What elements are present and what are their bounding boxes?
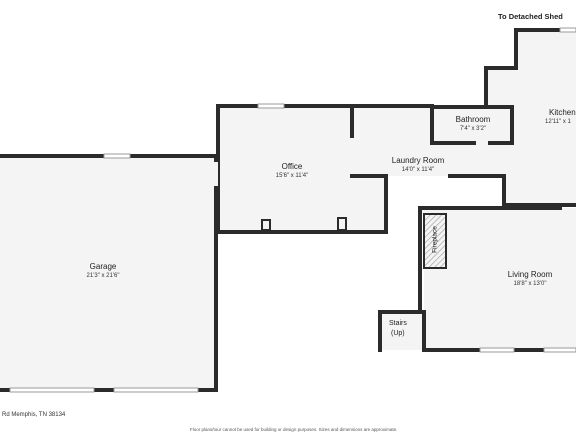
garage-window — [103, 153, 131, 159]
fireplace-label: Fireplace — [431, 226, 439, 253]
stairs-label-line1: Stairs — [389, 320, 407, 327]
fireplace — [423, 213, 447, 269]
fireplace-box — [423, 213, 447, 269]
office-post-1 — [261, 219, 271, 231]
living-floor — [424, 208, 576, 350]
kitchen-bottom-wall — [502, 174, 576, 207]
garage-door-2 — [113, 387, 199, 393]
bath-door — [476, 141, 488, 145]
stairs-label-line2: (Up) — [391, 330, 405, 337]
office-post-2 — [337, 217, 347, 231]
laundry-inner-wall — [350, 174, 388, 234]
office-floor — [218, 106, 352, 232]
address-text: Rd Memphis, TN 38134 — [2, 412, 66, 418]
room-living-dims: 18'8" x 13'0" — [513, 281, 547, 287]
office-top-wall — [216, 104, 434, 234]
bathroom-walls — [430, 105, 514, 145]
room-garage-dims: 21'3" x 21'6" — [86, 273, 120, 279]
garage-door-1 — [9, 387, 95, 393]
room-laundry-name: Laundry Room — [391, 156, 445, 165]
room-bathroom-dims: 7'4" x 3'2" — [459, 126, 487, 132]
disclaimer-text: Floor plans/tour cannot be used for buil… — [190, 427, 398, 432]
columns — [261, 217, 347, 231]
stairs-walls — [378, 310, 426, 352]
living-window-2 — [543, 347, 576, 353]
kitchen-window — [559, 27, 576, 33]
living-window-1 — [479, 347, 515, 353]
room-kitchen-dims: 12'11" x 1 — [545, 119, 571, 125]
office-laundry-door — [350, 138, 354, 174]
room-garage-name: Garage — [89, 262, 117, 271]
room-office-dims: 15'6" x 11'4" — [275, 173, 309, 179]
kitchen-floor — [486, 30, 576, 205]
room-laundry-dims: 14'0" x 11'4" — [401, 167, 435, 173]
garage-floor — [0, 156, 216, 390]
floor-fills — [0, 30, 576, 390]
windows — [9, 27, 576, 393]
room-kitchen-name: Kitchen — [549, 108, 576, 117]
room-living-name: Living Room — [507, 270, 553, 279]
office-window — [257, 103, 285, 109]
doors — [214, 138, 488, 186]
room-bathroom-name: Bathroom — [455, 115, 491, 124]
stairs-floor — [380, 312, 424, 350]
room-office-name: Office — [281, 162, 303, 171]
kitchen-outer-wall — [484, 28, 576, 108]
garage-office-door — [214, 162, 218, 186]
to-shed-label: To Detached Shed — [498, 12, 563, 21]
